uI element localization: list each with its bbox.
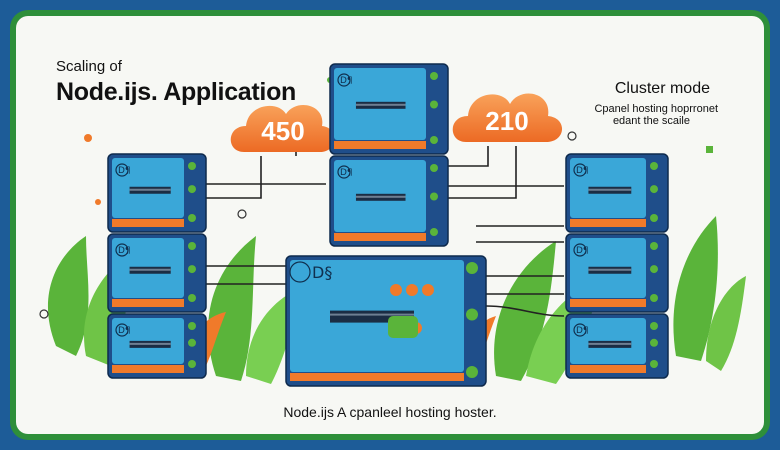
server-badge-text: D¶ — [340, 168, 353, 178]
server-diagram: D¶ D¶ D¶ D¶ D¶ D¶ D¶ D¶ D§ — [39, 63, 746, 387]
cloud-left — [230, 104, 335, 152]
green-switch — [388, 316, 418, 338]
server-center-top: D¶ — [329, 63, 449, 155]
indicator-dot — [390, 284, 402, 296]
caption: Node.ijs A cpanleel hosting hoster. — [283, 404, 497, 420]
server-right-top: D¶ — [565, 153, 669, 233]
server-badge-text: D§ — [312, 263, 332, 282]
page-title: Node.ijs. Application — [56, 78, 297, 106]
cloud-right-label: 210 — [485, 106, 529, 136]
server-left-bottom: D¶ — [107, 313, 207, 379]
server-main: D§ — [285, 255, 487, 387]
server-badge-text: D¶ — [576, 326, 589, 336]
server-badge-text: D¶ — [118, 246, 131, 256]
side-heading: Cluster mode — [614, 80, 710, 97]
side-description-line2: edant the scaile — [612, 115, 690, 127]
server-badge-text: D¶ — [118, 166, 131, 176]
server-right-middle: D¶ — [565, 233, 669, 313]
cloud-right — [452, 93, 563, 142]
server-badge-text: D¶ — [576, 246, 589, 256]
server-center-middle: D¶ — [329, 155, 449, 247]
indicator-dot — [406, 284, 418, 296]
server-badge-text: D¶ — [576, 166, 589, 176]
title-subtitle: Scaling of — [56, 58, 122, 75]
side-description-line1: Cpanel hosting hoprronet — [594, 103, 718, 115]
server-right-bottom: D¶ — [565, 313, 669, 379]
server-badge-text: D¶ — [340, 76, 353, 86]
server-left-middle: D¶ — [107, 233, 207, 313]
server-badge-text: D¶ — [118, 326, 131, 336]
illustration-canvas: D¶ D¶ D¶ D¶ D¶ D¶ D¶ D¶ D§ 450 210 Scaling of No… — [16, 16, 764, 434]
indicator-dot — [422, 284, 434, 296]
cloud-left-label: 450 — [261, 116, 305, 146]
server-left-top: D¶ — [107, 153, 207, 233]
